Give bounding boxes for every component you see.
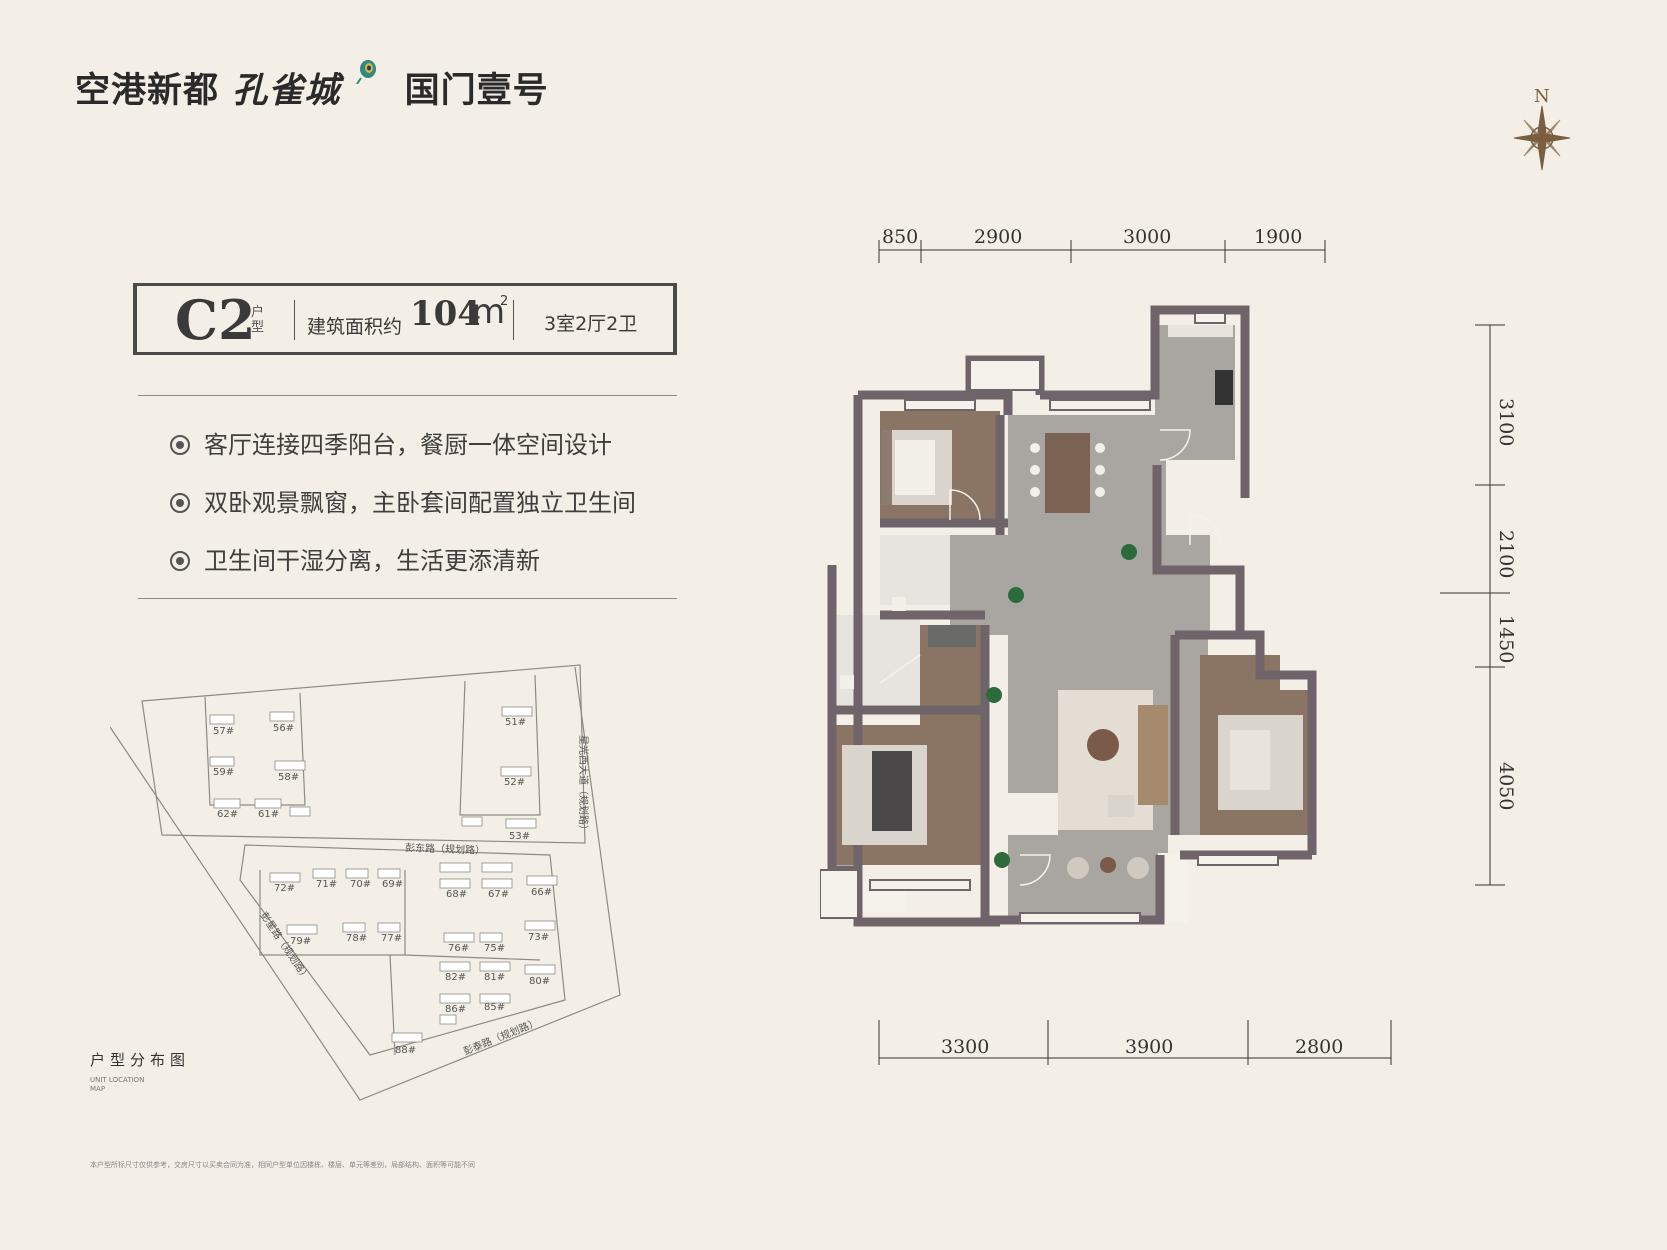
dim-bottom-1: 3300 — [941, 1036, 989, 1058]
building-79: 79# — [290, 936, 311, 947]
dim-top-1: 850 — [882, 226, 918, 248]
area-unit: m — [472, 292, 506, 332]
dimension-lines — [878, 240, 1510, 1065]
plant — [986, 687, 1002, 703]
area-value: 104 — [410, 294, 481, 334]
feature-item: 卫生间干湿分离，生活更添清新 — [170, 541, 540, 576]
building-77: 77# — [381, 933, 402, 944]
building-57: 57# — [213, 726, 234, 737]
building-78: 78# — [346, 933, 367, 944]
brand-main: 空港新都 — [75, 71, 220, 111]
road-label-xingguang: 星光西大道（规划路） — [577, 735, 590, 835]
building-68: 68# — [446, 889, 467, 900]
dim-right-1: 3100 — [1495, 398, 1517, 446]
compass-north-label: N — [1534, 86, 1550, 107]
building-76: 76# — [448, 943, 469, 954]
peacock-feather-icon — [356, 60, 377, 84]
building-73: 73# — [528, 932, 549, 943]
area-label: 建筑面积约 — [307, 316, 403, 338]
building-61: 61# — [258, 809, 279, 820]
unit-info-box: C2 户型 建筑面积约 104 m 2 3室2厅2卫 — [133, 283, 677, 355]
feature-item: 双卧观景飘窗，主卧套间配置独立卫生间 — [170, 483, 636, 518]
building-labels: 57# 56# 59# 58# 62# 61# 51# 52# 53# 72# … — [213, 717, 552, 1056]
building-72: 72# — [274, 883, 295, 894]
building-blocks — [209, 706, 558, 1043]
plant — [994, 852, 1010, 868]
road-label-pengtai: 彭泰路（规划路） — [461, 1016, 540, 1058]
bullet-icon — [170, 435, 190, 455]
building-56: 56# — [273, 723, 294, 734]
building-59: 59# — [213, 767, 234, 778]
building-69: 69# — [382, 879, 403, 890]
feature-text: 卫生间干湿分离，生活更添清新 — [204, 547, 540, 575]
feature-item: 客厅连接四季阳台，餐厨一体空间设计 — [170, 425, 612, 460]
dim-top-2: 2900 — [974, 226, 1022, 248]
unit-type-label: 户型 — [251, 305, 265, 335]
furniture — [840, 325, 1303, 879]
dim-right-2: 2100 — [1495, 530, 1517, 578]
dim-bottom-2: 3900 — [1125, 1036, 1173, 1058]
disclaimer: 本户型所标尺寸仅供参考，交房尺寸以买卖合同为准，相同户型单位因楼栋、楼层、单元等… — [90, 1161, 475, 1169]
building-85: 85# — [484, 1002, 505, 1013]
building-88: 88# — [395, 1045, 416, 1056]
building-82: 82# — [445, 972, 466, 983]
subtitle-line: UNIT LOCATION — [90, 1076, 145, 1084]
toilet — [840, 675, 854, 689]
doors — [879, 429, 1221, 886]
dim-right-3: 1450 — [1495, 615, 1517, 663]
feature-text: 客厅连接四季阳台，餐厨一体空间设计 — [204, 431, 612, 459]
bullet-icon — [170, 493, 190, 513]
room-layout: 3室2厅2卫 — [544, 313, 638, 335]
building-80: 80# — [529, 976, 550, 987]
building-70: 70# — [350, 879, 371, 890]
dining-table — [1045, 433, 1090, 513]
compass-rose-icon — [1513, 105, 1571, 171]
building-51: 51# — [505, 717, 526, 728]
location-map-title: 户型分布图 — [90, 1051, 191, 1069]
plant — [1008, 587, 1024, 603]
kitchen-counter — [1168, 325, 1233, 337]
divider-bottom — [138, 598, 677, 599]
brand-script: 孔雀城 — [232, 71, 341, 111]
bullet-icon — [170, 551, 190, 571]
dim-bottom-3: 2800 — [1295, 1036, 1343, 1058]
unit-location-map: 57# 56# 59# 58# 62# 61# 51# 52# 53# 72# … — [110, 664, 621, 1101]
compass: N — [1512, 86, 1572, 171]
armchair — [1108, 795, 1134, 817]
ac-platform — [969, 359, 1041, 391]
location-map-subtitle: UNIT LOCATION MAP — [90, 1076, 144, 1094]
coffee-table — [1087, 729, 1119, 761]
building-81: 81# — [484, 972, 505, 983]
building-58: 58# — [278, 772, 299, 783]
dim-top-4: 1900 — [1254, 226, 1302, 248]
windows — [820, 312, 1279, 924]
sofa — [1138, 705, 1168, 805]
plant — [1121, 544, 1137, 560]
stove — [1215, 370, 1233, 405]
building-66: 66# — [531, 887, 552, 898]
building-52: 52# — [504, 777, 525, 788]
building-71: 71# — [316, 879, 337, 890]
subtitle-line: MAP — [90, 1085, 106, 1093]
divider-top — [138, 395, 677, 396]
building-75: 75# — [484, 943, 505, 954]
divider — [294, 300, 295, 340]
road-label-pengdong: 彭东路（规划路） — [405, 841, 485, 857]
building-53: 53# — [509, 831, 530, 842]
brand-project: 国门壹号 — [404, 71, 549, 111]
unit-code: C2 — [175, 288, 256, 352]
toilet — [892, 597, 906, 611]
brand-logo: 空港新都 孔雀城 国门壹号 — [75, 60, 549, 113]
floor-plan: 850 2900 3000 1900 3300 3900 2800 2600 1… — [820, 226, 1517, 1065]
dim-right-4: 4050 — [1495, 762, 1517, 810]
dim-top-3: 3000 — [1123, 226, 1171, 248]
building-62: 62# — [217, 809, 238, 820]
building-86: 86# — [445, 1004, 466, 1015]
building-67: 67# — [488, 889, 509, 900]
divider — [513, 300, 514, 340]
ac-platform — [820, 869, 859, 919]
feature-text: 双卧观景飘窗，主卧套间配置独立卫生间 — [204, 489, 636, 517]
area-unit-superscript: 2 — [500, 294, 509, 309]
